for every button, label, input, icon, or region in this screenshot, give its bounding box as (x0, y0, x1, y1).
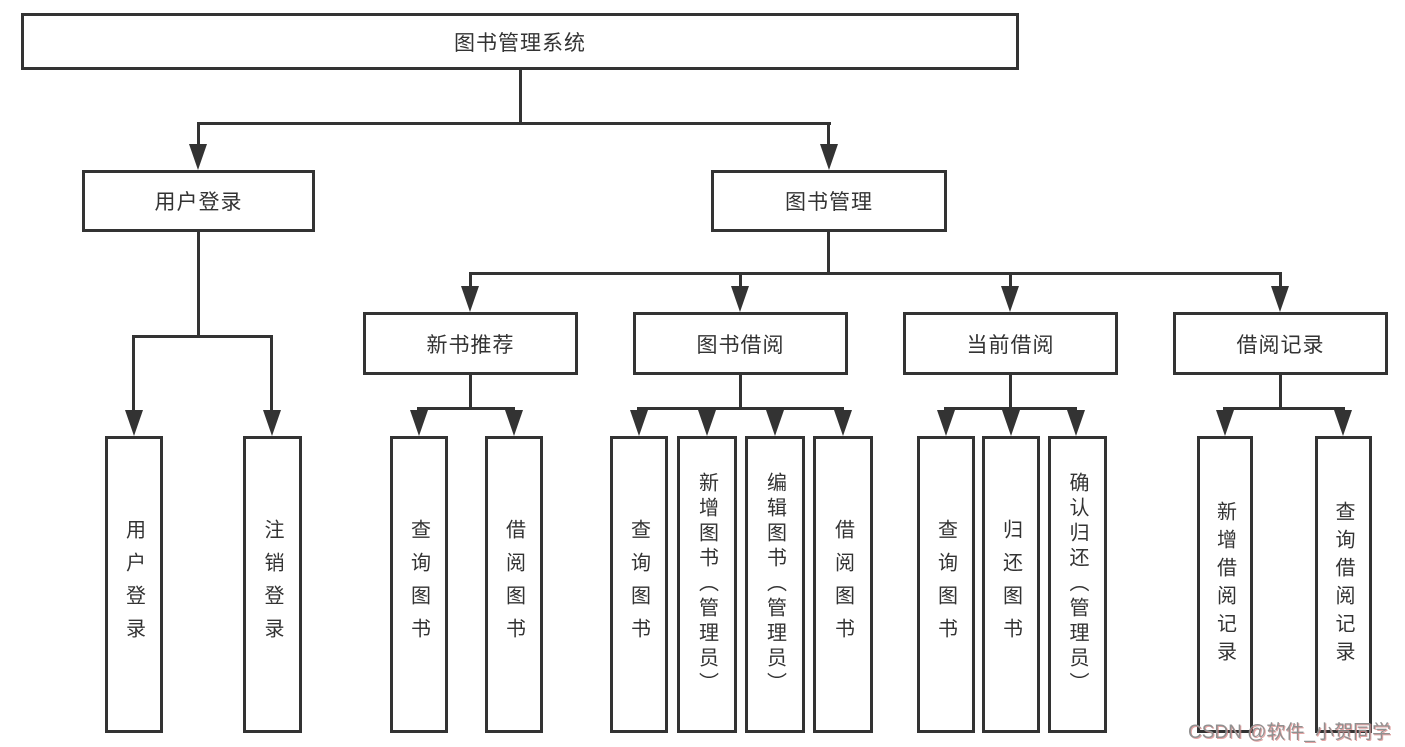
connector-drop-new-book-recommend (469, 272, 472, 286)
csdn-watermark: CSDN @软件_小贺同学 (1188, 722, 1391, 743)
node-user-login: 用户登录 (82, 170, 315, 232)
arrowhead-book-borrow (731, 286, 749, 312)
leaf-query-books-c-label: 查询图书 (934, 518, 957, 651)
connector-drop-borrow-records (1279, 272, 1282, 286)
connector-drop-current-borrow (1009, 272, 1012, 286)
leaf-add-books-label: 新增图书（管理员） (695, 472, 718, 697)
connector-borrow-records-stem (1279, 375, 1282, 407)
leaf-logout-label: 注销登录 (261, 518, 283, 651)
leaf-user-login: 用户登录 (105, 436, 163, 733)
node-book-management-label: 图书管理 (785, 191, 873, 214)
arrowhead-leaf-logout (263, 410, 281, 436)
leaf-borrow-books-a: 借阅图书 (485, 436, 543, 733)
leaf-edit-books-label: 编辑图书（管理员） (763, 472, 786, 697)
arrowhead-new-book-recommend (461, 286, 479, 312)
arrowhead-leaf-query-books-b (630, 410, 648, 436)
arrowhead-user-login (189, 144, 207, 170)
node-borrow-records: 借阅记录 (1173, 312, 1388, 375)
arrowhead-leaf-query-books-a (410, 410, 428, 436)
node-user-login-label: 用户登录 (154, 191, 243, 214)
connector-current-borrow-stem (1009, 375, 1012, 407)
leaf-add-borrow-record: 新增借阅记录 (1197, 436, 1253, 733)
arrowhead-leaf-add-borrow-record (1216, 410, 1234, 436)
arrowhead-leaf-return-books (1002, 410, 1020, 436)
connector-drop-user-login (197, 122, 200, 144)
arrowhead-leaf-query-books-c (937, 410, 955, 436)
leaf-confirm-return-label: 确认归还（管理员） (1066, 472, 1088, 697)
connector-drop-leaf-logout (270, 335, 273, 410)
connector-new-book-recommend-stem (469, 375, 472, 407)
node-current-borrow-label: 当前借阅 (966, 333, 1055, 357)
arrowhead-leaf-add-books (698, 410, 716, 436)
arrowhead-current-borrow (1001, 286, 1019, 312)
leaf-query-books-b-label: 查询图书 (627, 518, 650, 651)
connector-book-borrow-stem (739, 375, 742, 407)
arrowhead-leaf-edit-books (766, 410, 784, 436)
connector-new-book-recommend-fork (417, 407, 515, 410)
leaf-user-login-label: 用户登录 (122, 518, 145, 651)
leaf-add-books: 新增图书（管理员） (677, 436, 737, 733)
arrowhead-leaf-query-borrow-record (1334, 410, 1352, 436)
connector-book-management-fork (469, 272, 1281, 275)
leaf-borrow-books-a-label: 借阅图书 (502, 518, 525, 651)
leaf-query-borrow-record-label: 查询借阅记录 (1332, 500, 1354, 669)
leaf-edit-books: 编辑图书（管理员） (745, 436, 805, 733)
connector-book-management-stem (827, 232, 830, 272)
node-root-label: 图书管理系统 (454, 31, 586, 55)
node-root: 图书管理系统 (21, 13, 1019, 70)
connector-root-fork (197, 122, 831, 125)
leaf-query-books-c: 查询图书 (917, 436, 975, 733)
connector-drop-book-management (827, 122, 830, 144)
leaf-borrow-books-b: 借阅图书 (813, 436, 873, 733)
node-book-management: 图书管理 (711, 170, 947, 232)
node-borrow-records-label: 借阅记录 (1236, 333, 1325, 357)
arrowhead-leaf-borrow-books-a (505, 410, 523, 436)
leaf-confirm-return: 确认归还（管理员） (1048, 436, 1107, 733)
connector-user-login-stem (197, 232, 200, 335)
arrowhead-leaf-borrow-books-b (834, 410, 852, 436)
node-book-borrow: 图书借阅 (633, 312, 848, 375)
leaf-query-books-a-label: 查询图书 (407, 518, 430, 651)
node-current-borrow: 当前借阅 (903, 312, 1118, 375)
connector-borrow-records-fork (1223, 407, 1344, 410)
arrowhead-book-management (820, 144, 838, 170)
node-new-book-recommend: 新书推荐 (363, 312, 578, 375)
leaf-return-books-label: 归还图书 (999, 518, 1022, 651)
leaf-return-books: 归还图书 (982, 436, 1040, 733)
connector-drop-book-borrow (739, 272, 742, 286)
leaf-query-borrow-record: 查询借阅记录 (1315, 436, 1372, 733)
node-new-book-recommend-label: 新书推荐 (426, 333, 515, 357)
connector-book-borrow-fork (637, 407, 844, 410)
connector-drop-leaf-user-login (132, 335, 135, 410)
node-book-borrow-label: 图书借阅 (696, 333, 785, 357)
arrowhead-borrow-records (1271, 286, 1289, 312)
leaf-logout: 注销登录 (243, 436, 302, 733)
leaf-borrow-books-b-label: 借阅图书 (831, 518, 854, 651)
connector-user-login-fork (132, 335, 273, 338)
leaf-add-borrow-record-label: 新增借阅记录 (1213, 500, 1236, 669)
leaf-query-books-a: 查询图书 (390, 436, 448, 733)
leaf-query-books-b: 查询图书 (610, 436, 668, 733)
connector-root-stem (519, 70, 522, 123)
arrowhead-leaf-confirm-return (1067, 410, 1085, 436)
arrowhead-leaf-user-login (125, 410, 143, 436)
